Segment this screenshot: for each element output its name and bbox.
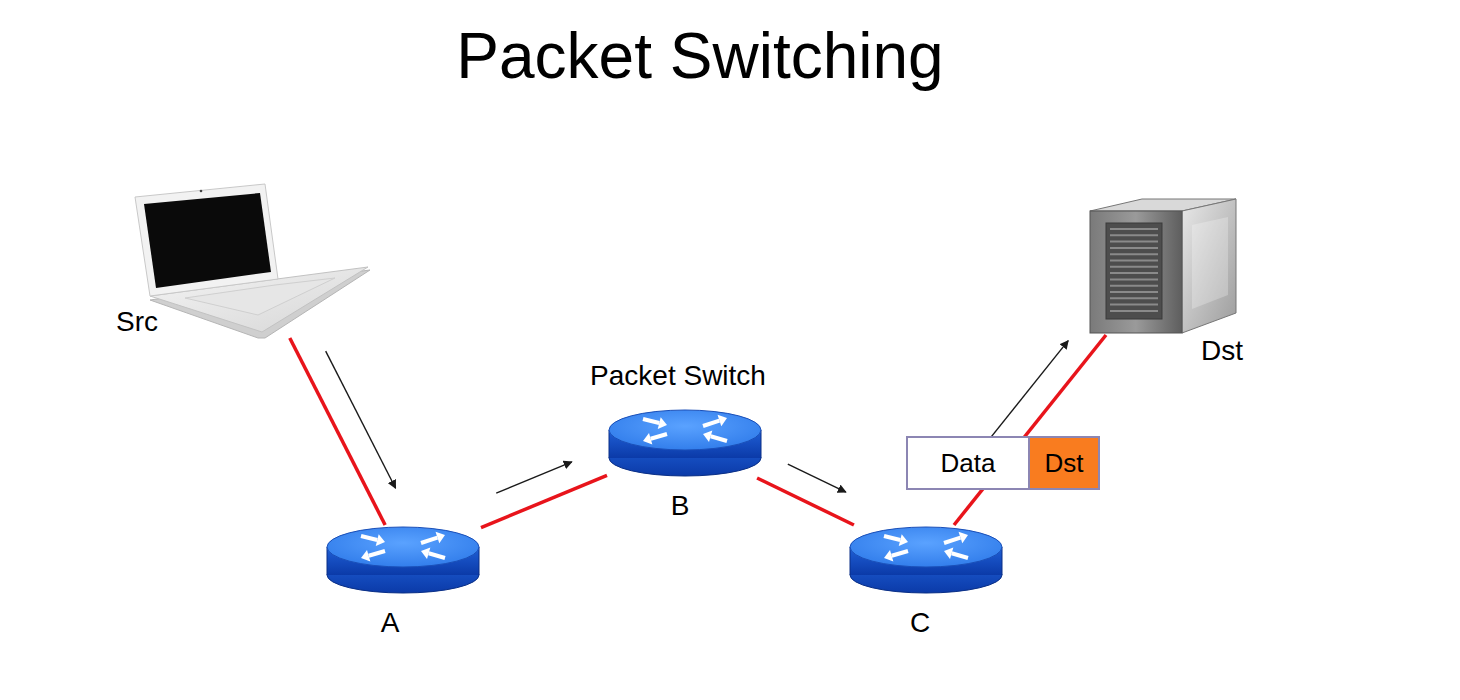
link-line: [481, 475, 607, 527]
packet-switch: C: [848, 525, 1004, 595]
device-caption: Packet Switch: [590, 360, 766, 392]
link-line: [757, 478, 854, 525]
link-connector: [951, 335, 1106, 525]
flow-arrow: [326, 351, 396, 488]
packet-header: Dst: [1030, 438, 1098, 488]
router-icon: [607, 408, 763, 478]
link-connector: [481, 462, 607, 528]
router-icon: [848, 525, 1004, 595]
node-label: Dst: [1201, 335, 1243, 367]
server-icon: [1082, 195, 1242, 335]
node-label: B: [671, 490, 690, 522]
router-icon: [325, 525, 481, 595]
node-label: A: [381, 607, 400, 639]
laptop-icon: [130, 182, 370, 338]
flow-arrow: [788, 464, 846, 492]
packet-payload: Data: [908, 438, 1030, 488]
diagram-title: Packet Switching: [456, 16, 943, 96]
link-connector: [290, 338, 396, 525]
packet-switch: Packet SwitchB: [607, 408, 763, 478]
packet-switch: A: [325, 525, 481, 595]
link-line: [954, 335, 1106, 525]
laptop-host: Src: [130, 182, 370, 338]
link-line: [290, 338, 385, 525]
link-connector: [757, 464, 854, 525]
node-label: Src: [116, 306, 158, 338]
server-host: Dst: [1082, 195, 1242, 335]
packet-box: DataDst: [906, 436, 1100, 490]
node-label: C: [910, 607, 930, 639]
flow-arrow: [496, 462, 572, 493]
